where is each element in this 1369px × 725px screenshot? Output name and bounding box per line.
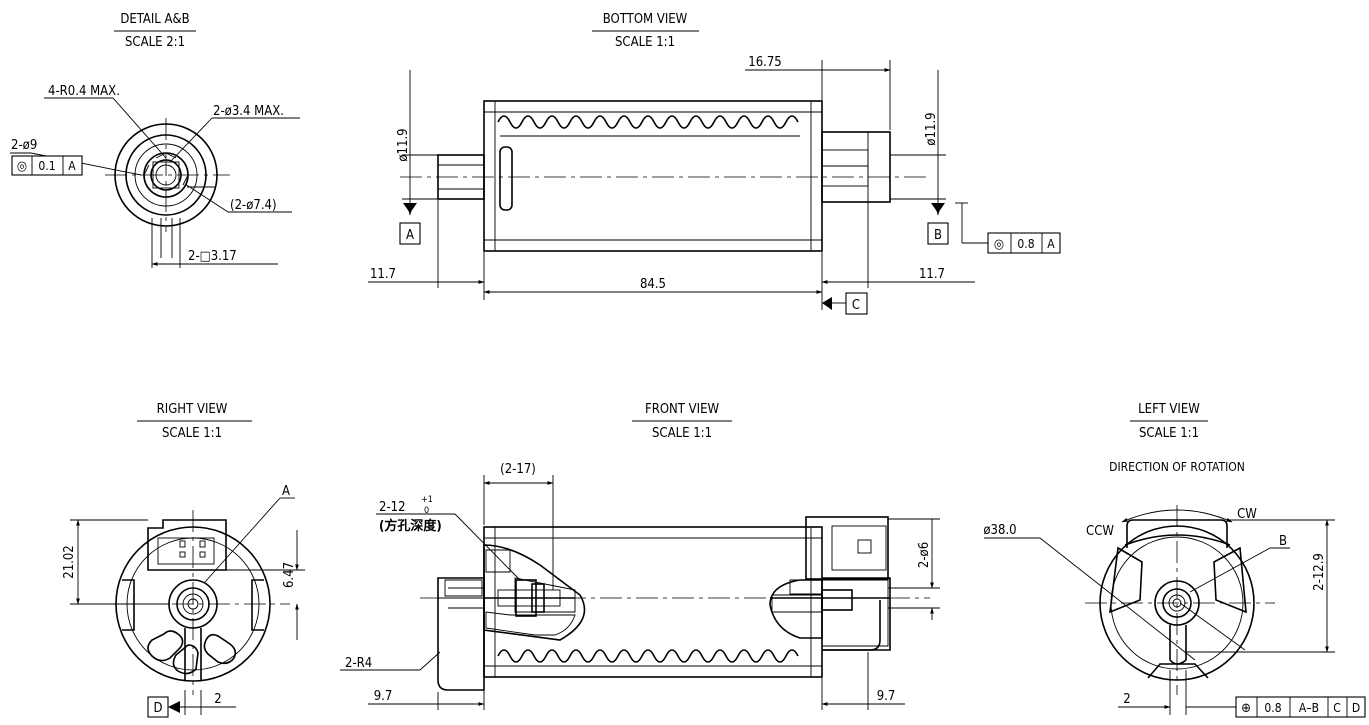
datum-b: B	[934, 228, 942, 243]
left-height-dim: 2-12.9	[1312, 553, 1327, 591]
detail-title: DETAIL A&B	[120, 12, 189, 27]
front-title: FRONT VIEW	[645, 402, 719, 417]
radius-dim: 2-R4	[345, 656, 372, 671]
svg-text:0.8: 0.8	[1017, 237, 1034, 251]
left-width-dim: 2	[1123, 692, 1130, 707]
detail-view: 4-R0.4 MAX. 2-ø3.4 MAX. 2-ø9 (2-ø7.4) 2-…	[10, 84, 300, 268]
right-width-dim: 2	[214, 692, 221, 707]
position-tolerance-frame: ⊕ 0.8 A–B C D	[1235, 696, 1366, 718]
shaft-right-front-dim: 9.7	[877, 689, 896, 704]
square-dim: 2-□3.17	[188, 249, 237, 264]
inner-dia-dim: (2-ø7.4)	[230, 198, 277, 213]
front-scale: SCALE 1:1	[652, 426, 712, 441]
svg-text:A–B: A–B	[1299, 701, 1319, 715]
left-label-b: B	[1279, 534, 1287, 549]
cw-label: CW	[1237, 507, 1257, 522]
left-title: LEFT VIEW	[1138, 402, 1200, 417]
front-title-block: FRONT VIEW SCALE 1:1	[632, 402, 732, 441]
bottom-scale: SCALE 1:1	[615, 35, 675, 50]
detail-tolerance-frame: ◎ 0.1 A	[11, 155, 83, 176]
svg-text:◎: ◎	[17, 159, 27, 174]
holes-tol-lower: 0	[424, 506, 429, 516]
datum-c: C	[852, 298, 860, 313]
shaft-left-front-dim: 9.7	[374, 689, 393, 704]
left-diameter-dim: ø38.0	[983, 523, 1016, 538]
detail-title-block: DETAIL A&B SCALE 2:1	[114, 12, 196, 50]
holes-dim: 2-12	[379, 500, 406, 515]
left-view: CCW CW ø38.0 B 2-12.9 2 ⊕ 0.8 A–B C	[983, 505, 1366, 718]
connector-len-dim: 16.75	[748, 55, 781, 70]
right-title-block: RIGHT VIEW SCALE 1:1	[137, 402, 252, 441]
conn-dia-dim: 2-ø6	[917, 542, 932, 568]
right-offset-dim: 6.47	[282, 562, 297, 588]
right-scale: SCALE 1:1	[162, 426, 222, 441]
outer-dia-dim: 2-ø9	[11, 138, 37, 153]
bottom-title: BOTTOM VIEW	[603, 12, 688, 27]
shaft-dia-right-dim: ø11.9	[924, 112, 939, 145]
rotation-note: DIRECTION OF ROTATION	[1109, 460, 1245, 474]
bottom-view: ø11.9 ø11.9 16.75 11.7 84.5 11.7 A B	[368, 55, 1061, 315]
right-height-dim: 21.02	[62, 545, 77, 578]
svg-text:◎: ◎	[994, 237, 1004, 252]
ccw-label: CCW	[1086, 524, 1114, 539]
datum-a: A	[406, 228, 414, 243]
shaft-len-left-dim: 11.7	[370, 267, 396, 282]
pitch-dim: (2-17)	[500, 462, 536, 477]
left-title-block: LEFT VIEW SCALE 1:1 DIRECTION OF ROTATIO…	[1109, 402, 1245, 474]
bottom-title-block: BOTTOM VIEW SCALE 1:1	[592, 12, 699, 50]
svg-text:0.1: 0.1	[38, 159, 55, 173]
corner-radius-dim: 4-R0.4 MAX.	[48, 84, 120, 99]
svg-text:A: A	[68, 159, 76, 173]
right-label-a: A	[282, 484, 290, 499]
holes-tol-upper: +1	[421, 495, 433, 505]
left-scale: SCALE 1:1	[1139, 426, 1199, 441]
detail-scale: SCALE 2:1	[125, 35, 185, 50]
body-len-dim: 84.5	[640, 277, 666, 292]
right-title: RIGHT VIEW	[157, 402, 228, 417]
svg-text:0.8: 0.8	[1264, 701, 1281, 715]
front-view: (2-17) 2-12 +1 0 (方孔深度) 2-R4 2-ø6 9.7 9.…	[340, 462, 940, 710]
hole-dia-dim: 2-ø3.4 MAX.	[213, 104, 284, 119]
svg-text:⊕: ⊕	[1241, 701, 1251, 716]
shaft-dia-left-dim: ø11.9	[396, 128, 411, 161]
svg-text:A: A	[1047, 237, 1055, 251]
svg-text:C: C	[1333, 701, 1341, 715]
shaft-len-right-dim: 11.7	[919, 267, 945, 282]
right-view: 21.02 6.47 A D 2	[62, 484, 305, 718]
svg-text:D: D	[1352, 701, 1360, 715]
holes-depth-note: (方孔深度)	[379, 518, 442, 534]
datum-d: D	[153, 701, 162, 716]
bottom-tolerance-frame: ◎ 0.8 A	[987, 232, 1061, 254]
